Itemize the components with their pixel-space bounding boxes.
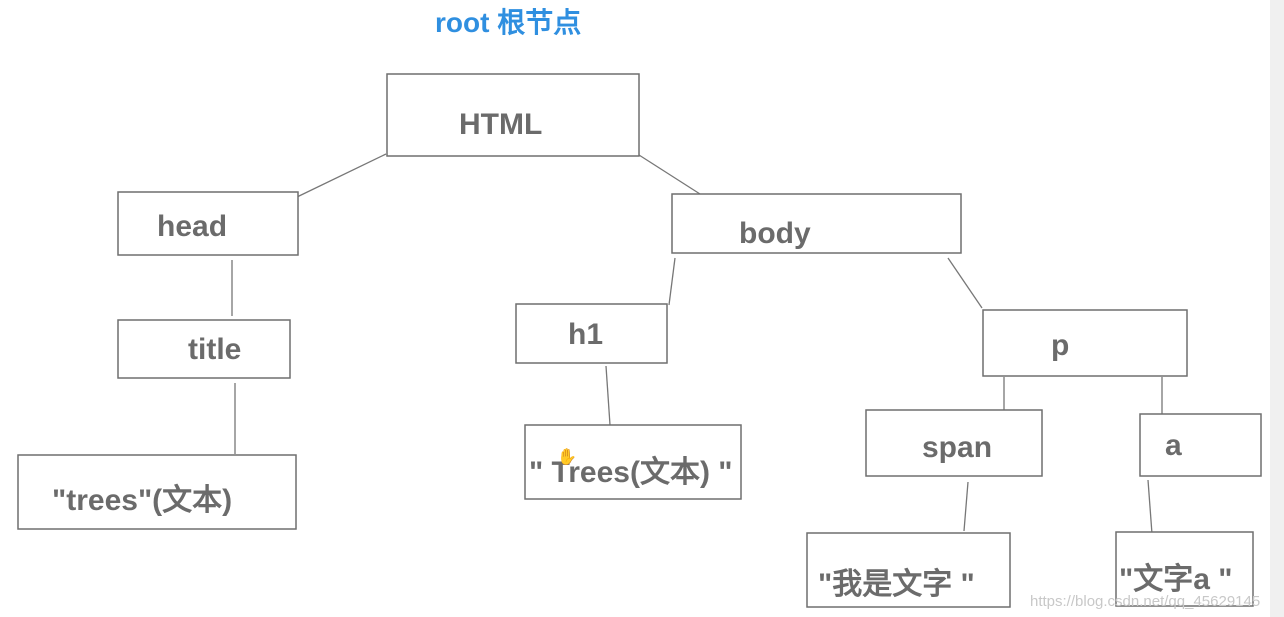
edge-h1-text [605,365,611,426]
edge-span-text [963,481,969,532]
node-title-text: "trees"(文本) [17,454,297,530]
watermark: https://blog.csdn.net/qq_45629145 [1030,593,1260,610]
edge-html-head [296,153,387,198]
node-a-text: "文字a " [1115,531,1254,607]
node-html-label: HTML [459,108,542,141]
node-span-text: "我是文字 " [806,532,1011,608]
node-h1: h1 [515,303,668,364]
scrollbar[interactable] [1270,0,1284,617]
node-p: p [982,309,1188,377]
node-body-label: body [739,217,811,250]
node-h1-text: " Trees(文本) " [524,424,742,500]
node-body: body [671,193,962,254]
edge-a-text [1147,479,1153,535]
node-p-label: p [1051,329,1069,362]
node-html: HTML [386,73,640,157]
node-a-label: a [1165,429,1182,462]
node-span: span [865,409,1043,477]
edge-body-p [947,257,983,309]
node-head: head [117,191,299,256]
node-h1-label: h1 [568,318,603,351]
node-title-label: title [188,333,241,366]
node-span-text-label: "我是文字 " [818,567,975,601]
edge-html-body [638,154,701,195]
edge-body-h1 [668,257,676,306]
hand-cursor-icon: ✋ [557,447,577,466]
node-a-text-label: "文字a " [1119,562,1232,596]
node-h1-text-label: " Trees(文本) " [529,455,733,489]
root-label: root 根节点 [435,7,581,38]
node-title-text-label: "trees"(文本) [52,483,232,517]
node-title: title [117,319,291,379]
node-a: a [1139,413,1262,477]
node-span-label: span [922,431,992,464]
node-head-label: head [157,210,227,243]
